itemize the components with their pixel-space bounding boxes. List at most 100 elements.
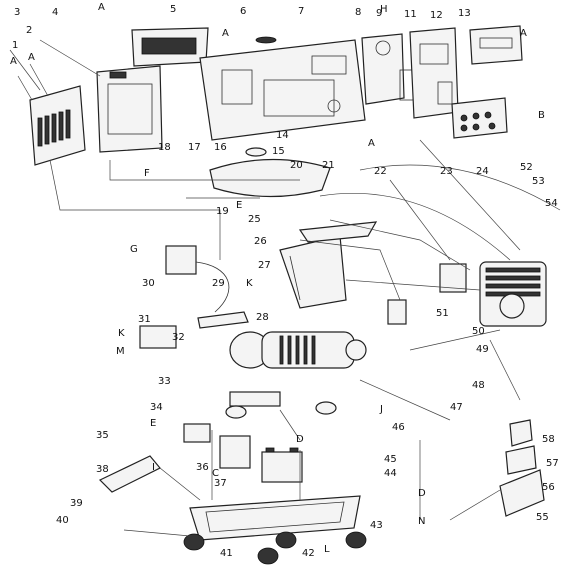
callout-22: 22	[374, 166, 387, 177]
callout-6: 6	[240, 6, 246, 17]
callout-37: 37	[214, 478, 227, 489]
callout-28: 28	[256, 312, 269, 323]
leader-lines	[9, 39, 561, 537]
fuel-tank	[209, 147, 331, 198]
side-rail	[98, 455, 161, 493]
top-right-bracket	[469, 25, 523, 65]
callout-56: 56	[542, 482, 555, 493]
callout-21: 21	[322, 160, 335, 171]
letter-mark-c: C	[212, 468, 219, 479]
letter-mark-a: A	[222, 28, 229, 39]
callout-11: 11	[404, 9, 417, 20]
callout-9: 9	[376, 8, 382, 19]
callout-43: 43	[370, 520, 383, 531]
support-frame	[279, 235, 347, 309]
callout-40: 40	[56, 515, 69, 526]
alternator	[229, 331, 367, 369]
callout-38: 38	[96, 464, 109, 475]
callout-48: 48	[472, 380, 485, 391]
callout-13: 13	[458, 8, 471, 19]
callout-50: 50	[472, 326, 485, 337]
callout-3: 3	[14, 7, 20, 18]
callout-55: 55	[536, 512, 549, 523]
letter-mark-e: E	[150, 418, 156, 429]
base-tray	[189, 495, 361, 541]
letter-mark-h: H	[380, 4, 388, 15]
callout-52: 52	[520, 162, 533, 173]
control-panel	[451, 97, 508, 139]
callout-26: 26	[254, 236, 267, 247]
left-frame-panel	[96, 65, 163, 153]
callout-34: 34	[150, 402, 163, 413]
callout-24: 24	[476, 166, 489, 177]
callout-25: 25	[248, 214, 261, 225]
letter-mark-i: I	[152, 462, 155, 473]
top-lid	[131, 27, 209, 67]
callout-51: 51	[436, 308, 449, 319]
letter-mark-n: N	[418, 516, 425, 527]
letter-mark-b: B	[538, 110, 545, 121]
callout-5: 5	[170, 4, 176, 15]
callout-54: 54	[545, 198, 558, 209]
muffler	[139, 245, 230, 349]
engine	[479, 261, 547, 327]
rear-panel	[409, 27, 459, 119]
callout-47: 47	[450, 402, 463, 413]
callout-41: 41	[220, 548, 233, 559]
wheels	[183, 531, 367, 565]
callout-14: 14	[276, 130, 289, 141]
callout-8: 8	[355, 7, 361, 18]
callout-18: 18	[158, 142, 171, 153]
letter-mark-a: A	[10, 56, 17, 67]
callout-31: 31	[138, 314, 151, 325]
callout-29: 29	[212, 278, 225, 289]
callout-27: 27	[258, 260, 271, 271]
callout-32: 32	[172, 332, 185, 343]
left-louvered-panel	[29, 85, 86, 166]
letter-mark-d: D	[418, 488, 426, 499]
letter-mark-l: L	[324, 544, 330, 555]
letter-mark-k: K	[246, 278, 253, 289]
letter-mark-d: D	[296, 434, 304, 445]
callout-30: 30	[142, 278, 155, 289]
air-duct	[298, 221, 378, 243]
starter-motor	[183, 423, 251, 469]
callout-39: 39	[70, 498, 83, 509]
callout-45: 45	[384, 454, 397, 465]
callout-15: 15	[272, 146, 285, 157]
handle-assembly	[499, 419, 545, 517]
letter-mark-a: A	[28, 52, 35, 63]
callout-4: 4	[52, 7, 58, 18]
callout-36: 36	[196, 462, 209, 473]
letter-mark-a: A	[368, 138, 375, 149]
engine-bracket	[439, 263, 467, 293]
callout-20: 20	[290, 160, 303, 171]
letter-mark-k: K	[118, 328, 125, 339]
callout-12: 12	[430, 10, 443, 21]
callout-7: 7	[298, 6, 304, 17]
letter-mark-f: F	[144, 168, 150, 179]
callout-19: 19	[216, 206, 229, 217]
callout-17: 17	[188, 142, 201, 153]
oil-filter	[387, 299, 407, 325]
anti-vibration-mount	[225, 391, 337, 419]
exhaust-pipe	[197, 311, 249, 329]
callout-35: 35	[96, 430, 109, 441]
callout-42: 42	[302, 548, 315, 559]
callout-16: 16	[214, 142, 227, 153]
letter-mark-j: J	[379, 404, 383, 415]
letter-mark-a: A	[98, 2, 105, 13]
callout-23: 23	[440, 166, 453, 177]
battery	[261, 447, 303, 483]
callout-49: 49	[476, 344, 489, 355]
callout-53: 53	[532, 176, 545, 187]
callout-46: 46	[392, 422, 405, 433]
letter-mark-e: E	[236, 200, 242, 211]
right-side-panel	[361, 33, 417, 105]
callout-57: 57	[546, 458, 559, 469]
callout-1: 1	[12, 40, 18, 51]
